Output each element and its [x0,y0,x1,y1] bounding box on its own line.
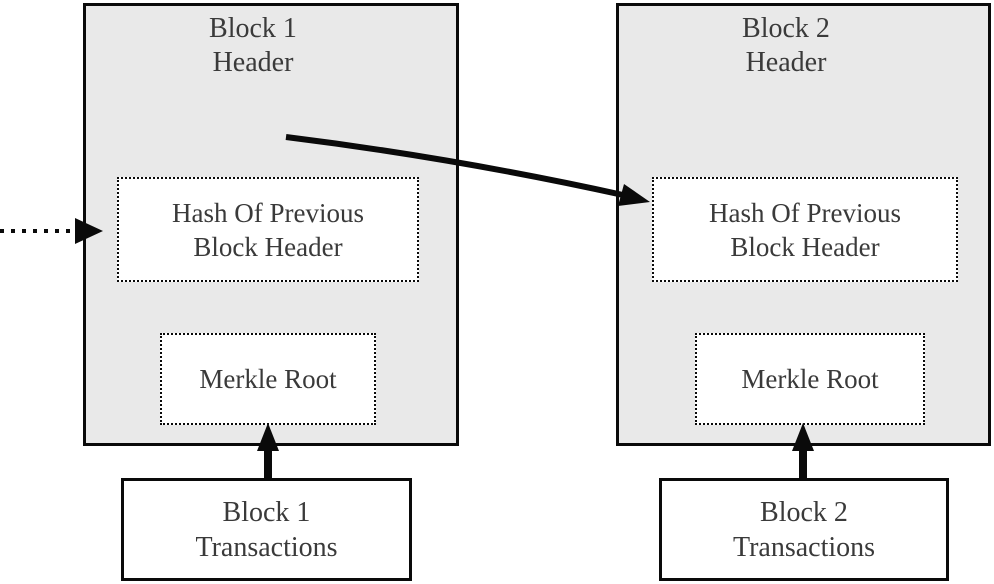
block1-prev-hash-box: Hash Of Previous Block Header [117,177,419,282]
block2-transactions-label-line2: Transactions [732,531,876,563]
block1-merkle-root-label: Merkle Root [199,364,337,394]
block2-header-title: Block 2 Header [616,12,956,80]
block2-header-title-line2: Header [745,47,827,78]
block1-prev-hash-label-line1: Hash Of Previous [172,197,364,228]
block1-header-title-line1: Block 1 [209,13,297,44]
block2-merkle-root-label: Merkle Root [741,364,879,394]
block1-transactions-label-line2: Transactions [195,531,338,563]
block2-header-title-line1: Block 2 [742,13,830,44]
block1-merkle-root-box: Merkle Root [160,333,376,425]
block1-header-title-line2: Header [212,47,294,78]
block1-prev-hash-label-line2: Block Header [193,231,343,262]
block1-transactions-box: Block 1 Transactions [121,478,412,581]
block2-transactions-box: Block 2 Transactions [659,478,949,581]
block2-prev-hash-box: Hash Of Previous Block Header [652,177,958,282]
block1-transactions-label-line1: Block 1 [222,496,311,528]
block2-transactions-label-line1: Block 2 [760,496,848,528]
block2-prev-hash-label-line1: Hash Of Previous [709,197,901,228]
block1-header-title: Block 1 Header [83,12,423,80]
block2-prev-hash-label-line2: Block Header [730,231,880,262]
block2-merkle-root-box: Merkle Root [695,333,925,425]
